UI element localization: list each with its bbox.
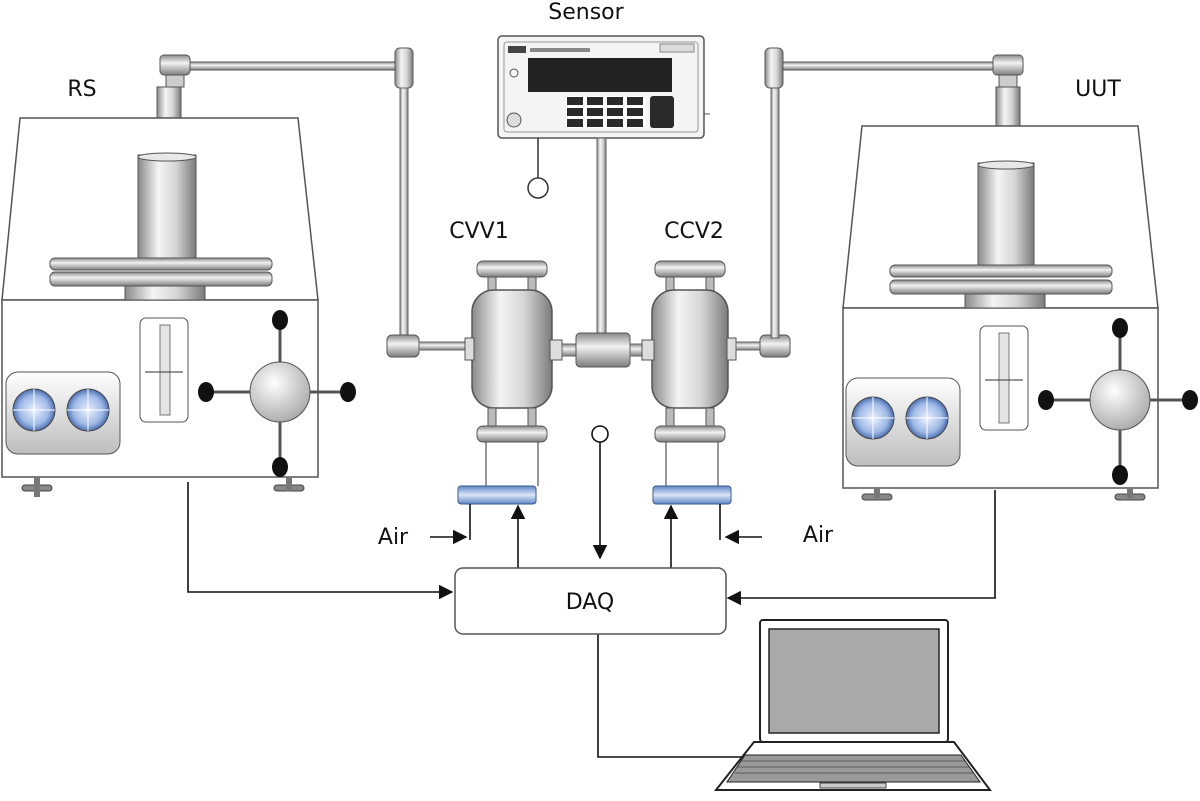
temperature-probe <box>591 425 609 443</box>
laptop-icon <box>713 619 992 791</box>
sensor-pressure-indicator <box>497 35 710 335</box>
sensor-label: Sensor <box>548 0 624 25</box>
signal-lines <box>187 442 996 758</box>
uut-pressure-line <box>735 47 994 358</box>
ccv2-label: CCV2 <box>664 219 724 244</box>
air-right-label: Air <box>803 523 834 548</box>
daq-box <box>454 567 727 635</box>
rs-deadweight-tester <box>1 54 396 497</box>
cvv1-valve <box>457 260 563 505</box>
daq-to-laptop-line <box>597 634 760 758</box>
uut-deadweight-tester <box>842 54 1198 501</box>
manifold-block <box>561 332 645 368</box>
rs-to-daq-arrow <box>187 482 454 600</box>
uut-label: UUT <box>1075 77 1121 102</box>
ccv2-valve <box>641 260 737 505</box>
cvv1-label: CVV1 <box>449 219 508 244</box>
rs-label: RS <box>67 77 96 102</box>
rs-pressure-line <box>386 47 470 358</box>
daq-label: DAQ <box>566 590 615 615</box>
uut-to-daq-arrow <box>726 490 996 606</box>
air-left-label: Air <box>378 525 409 550</box>
